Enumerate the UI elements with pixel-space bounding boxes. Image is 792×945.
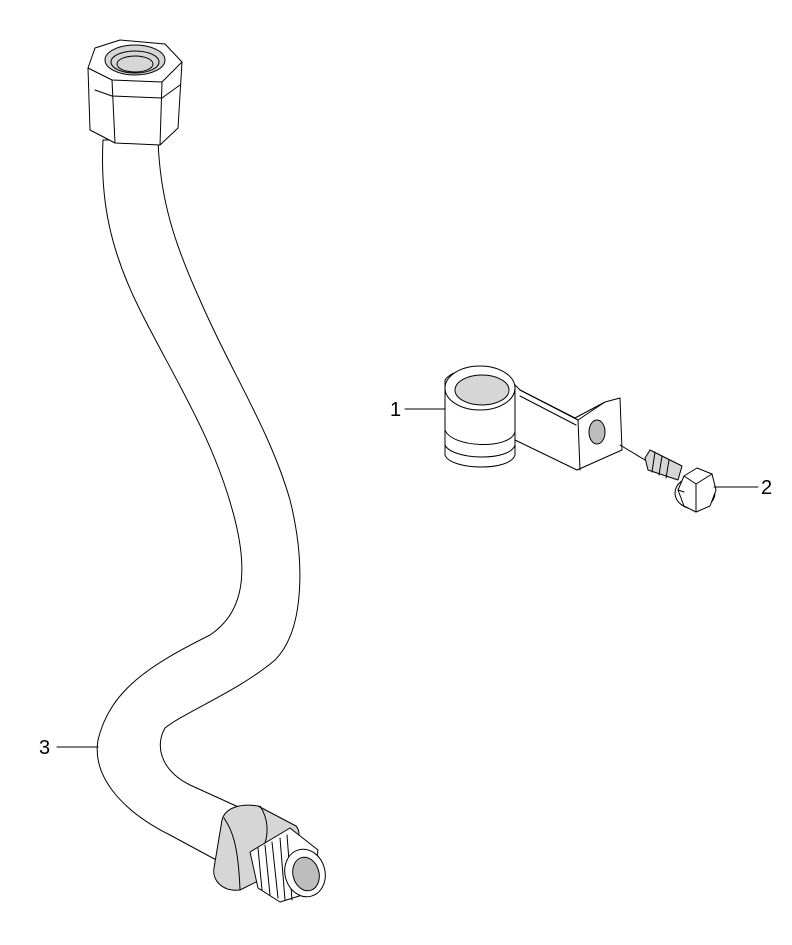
pipe-body [96,139,301,863]
pipe-clamp [444,365,623,471]
pipe-assembly [87,39,326,903]
callout-bolt: 2 [761,477,772,499]
bolt-hex-head [677,467,717,513]
callout-pipe: 3 [39,737,50,759]
pipe-threaded-end [213,804,326,903]
leader-lines [56,408,759,748]
flange-bolt [619,444,717,513]
callout-clamp: 1 [390,399,401,421]
clamp-mounting-hole [588,419,606,445]
bolt-shank [644,449,683,481]
clamp-bracket-arm [504,374,623,471]
pipe-hex-nut [87,39,183,146]
